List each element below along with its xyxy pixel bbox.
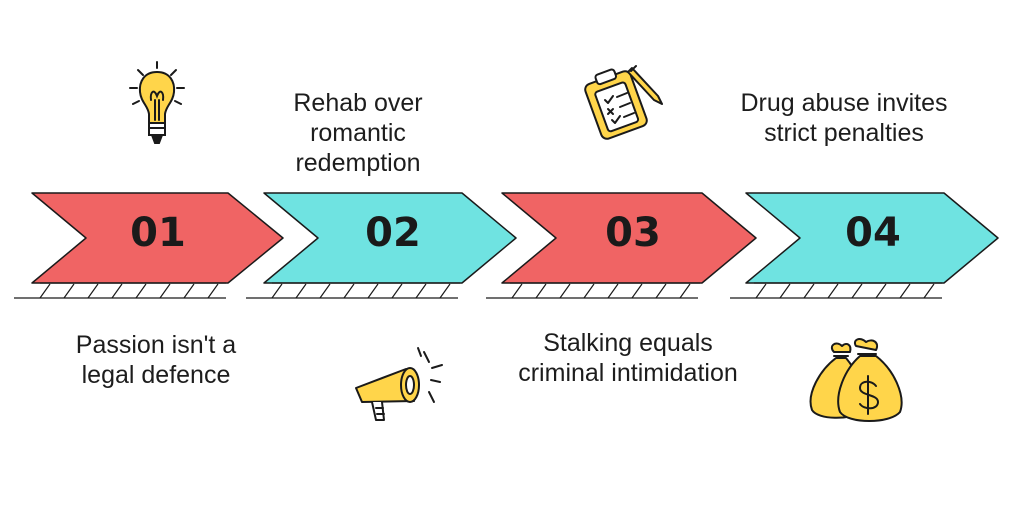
- step-4-arrow: 04: [730, 192, 999, 299]
- step-3-arrow: 03: [486, 192, 757, 299]
- step-3-caption: Stalking equals criminal intimidation: [518, 329, 738, 387]
- step-2-ledge: [246, 282, 460, 299]
- arrow-2-shape: [263, 192, 517, 284]
- step-3-number: 03: [605, 210, 661, 256]
- arrow-4-shape: [745, 192, 999, 284]
- light-bulb-icon: [129, 61, 185, 144]
- step-1-arrow: 01: [14, 192, 284, 299]
- arrow-3-shape: [501, 192, 757, 284]
- step-4-number: 04: [845, 210, 901, 256]
- clipboard-checklist-icon: [584, 65, 663, 140]
- money-bags-icon: [809, 338, 903, 422]
- step-1-caption: Passion isn't a legal defence: [75, 331, 237, 389]
- step-2-caption: Rehab over romantic redemption: [293, 89, 423, 177]
- arrow-1-shape: [31, 192, 284, 284]
- step-1-ledge: [14, 282, 226, 299]
- step-2-arrow: 02: [246, 192, 517, 299]
- step-4-caption: Drug abuse invites strict penalties: [740, 89, 948, 147]
- step-3-ledge: [486, 282, 700, 299]
- step-1-number: 01: [130, 210, 186, 256]
- megaphone-icon: [355, 347, 443, 421]
- step-4-ledge: [730, 282, 942, 299]
- step-2-number: 02: [365, 210, 421, 256]
